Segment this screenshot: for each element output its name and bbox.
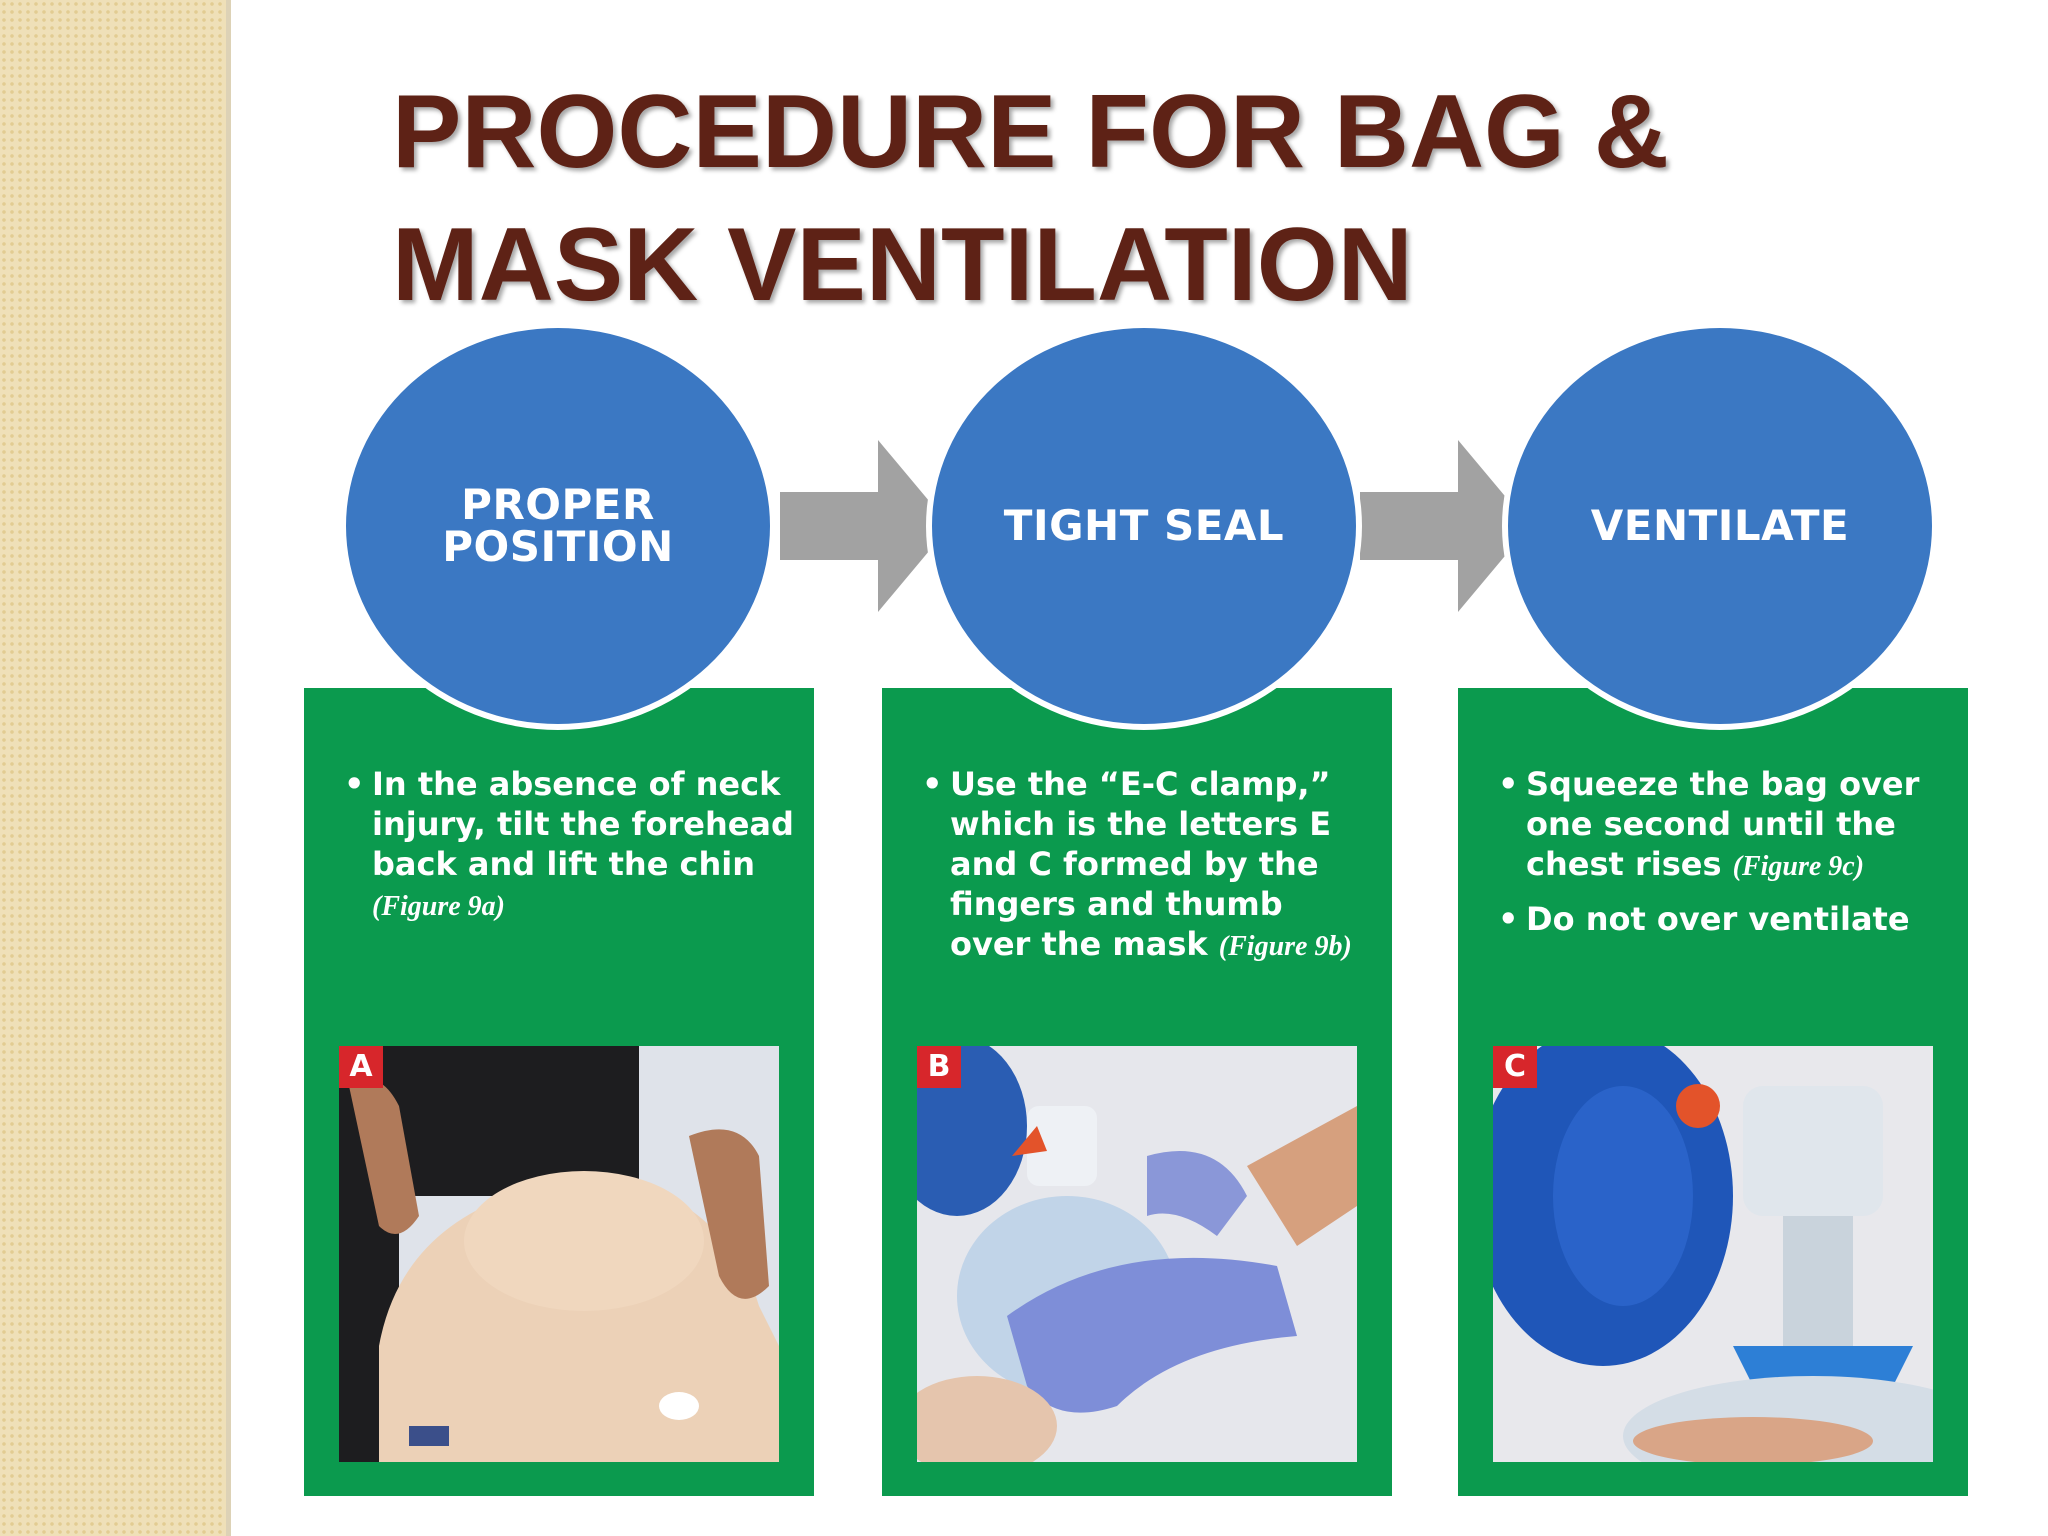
photo-illustration <box>917 1046 1357 1462</box>
figure-citation: (Figure 9b) <box>1218 931 1352 962</box>
bullet-list: • In the absence of neck injury, tilt th… <box>344 764 794 939</box>
step-panel-ventilate: • Squeeze the bag over one second until … <box>1458 688 1968 1496</box>
bullet-item: • Do not over ventilate <box>1498 899 1948 939</box>
step-panel-tight-seal: • Use the “E-C clamp,” which is the lett… <box>882 688 1392 1496</box>
step-circle-tight-seal: TIGHT SEAL <box>926 322 1362 730</box>
step-title: TIGHT SEAL <box>1003 501 1285 550</box>
step-title: VENTILATE <box>1590 501 1850 550</box>
bullet-text: Squeeze the bag over one second until th… <box>1526 765 1920 883</box>
bullet-dot-icon: • <box>344 765 365 803</box>
arrow-right-icon <box>1360 440 1530 612</box>
bullet-item: • Squeeze the bag over one second until … <box>1498 764 1948 887</box>
bag-squeeze-ventilation-photo: C <box>1493 1046 1933 1462</box>
photo-badge: A <box>339 1046 383 1088</box>
ec-clamp-mask-seal-photo: B <box>917 1046 1357 1462</box>
photo-badge: C <box>1493 1046 1537 1088</box>
photo-illustration <box>339 1046 779 1462</box>
bullet-item: • Use the “E-C clamp,” which is the lett… <box>922 764 1372 967</box>
figure-citation: (Figure 9c) <box>1732 851 1865 882</box>
bullet-list: • Use the “E-C clamp,” which is the lett… <box>922 764 1372 979</box>
step-title: PROPER POSITION <box>442 480 674 571</box>
bullet-item: • In the absence of neck injury, tilt th… <box>344 764 794 927</box>
figure-citation: (Figure 9a) <box>372 891 505 922</box>
bullet-text: In the absence of neck injury, tilt the … <box>372 765 794 883</box>
step-circle-proper-position: PROPER POSITION <box>340 322 776 730</box>
bullet-dot-icon: • <box>1498 765 1519 803</box>
bullet-text: Do not over ventilate <box>1526 900 1910 938</box>
step-circle-ventilate: VENTILATE <box>1502 322 1938 730</box>
sidebar-divider <box>226 0 231 1536</box>
bullet-dot-icon: • <box>1498 900 1519 938</box>
decorative-sidebar <box>0 0 226 1536</box>
bullet-text: Use the “E-C clamp,” which is the letter… <box>950 765 1332 963</box>
slide-title: PROCEDURE FOR BAG & MASK VENTILATION <box>392 74 1669 323</box>
arrow-right-icon <box>780 440 950 612</box>
bullet-dot-icon: • <box>922 765 943 803</box>
photo-illustration <box>1493 1046 1933 1462</box>
photo-badge: B <box>917 1046 961 1088</box>
manikin-head-tilt-chin-lift-photo: A <box>339 1046 779 1462</box>
step-panel-proper-position: • In the absence of neck injury, tilt th… <box>304 688 814 1496</box>
bullet-list: • Squeeze the bag over one second until … <box>1498 764 1948 951</box>
